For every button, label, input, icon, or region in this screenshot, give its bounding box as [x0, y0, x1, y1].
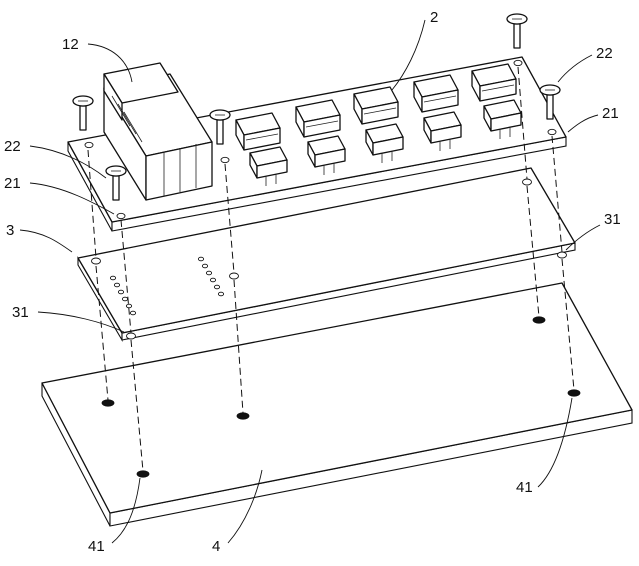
screw	[539, 84, 561, 120]
label-base-hole-left: 41	[88, 538, 105, 555]
connector-block	[103, 62, 213, 201]
base-hole	[532, 316, 546, 324]
label-insulator-hole-left: 31	[12, 304, 29, 321]
base-hole	[136, 470, 150, 478]
board-hole	[220, 156, 230, 164]
insulator-holes	[91, 178, 567, 340]
board-hole	[84, 141, 94, 149]
relay	[295, 99, 341, 138]
screw	[72, 95, 94, 131]
screws	[72, 13, 561, 201]
label-screw-left: 22	[4, 138, 21, 155]
base-hole	[567, 389, 581, 397]
label-insulator-hole-right: 31	[604, 211, 621, 228]
insulator-hole	[229, 272, 239, 280]
insulating-sheet	[77, 167, 576, 343]
board-hole	[116, 212, 126, 220]
label-base: 4	[212, 538, 220, 555]
label-board: 2	[430, 9, 438, 26]
relay	[235, 112, 281, 151]
pin-hole	[129, 310, 137, 316]
base-holes	[101, 316, 581, 478]
relay	[307, 135, 346, 175]
relay	[483, 99, 522, 139]
base-plate	[41, 282, 633, 527]
pin-hole	[109, 275, 117, 281]
screw	[105, 165, 127, 201]
screw	[506, 13, 528, 49]
pin-hole	[217, 291, 225, 297]
pin-hole	[113, 282, 121, 288]
base-hole	[101, 399, 115, 407]
pin-hole	[117, 289, 125, 295]
insulator-hole	[126, 332, 136, 340]
pin-hole	[205, 270, 213, 276]
pin-hole	[209, 277, 217, 283]
insulator-hole	[91, 257, 101, 265]
insulator-hole	[522, 178, 532, 186]
label-board-hole-right: 21	[602, 105, 619, 122]
insulator-hole	[557, 251, 567, 259]
relay	[413, 74, 459, 113]
label-screw-right: 22	[596, 45, 613, 62]
pin-hole	[201, 263, 209, 269]
label-insulator: 3	[6, 222, 14, 239]
label-base-hole-right: 41	[516, 479, 533, 496]
pin-hole	[197, 256, 205, 262]
relay	[471, 63, 517, 102]
alignment-lines	[87, 66, 575, 472]
pin-hole	[121, 296, 129, 302]
label-connector: 12	[62, 36, 79, 53]
base-hole	[236, 412, 250, 420]
board-hole	[513, 59, 523, 67]
screw	[209, 109, 231, 145]
relay	[353, 86, 399, 125]
board-hole	[547, 128, 557, 136]
label-board-hole-left: 21	[4, 175, 21, 192]
pin-hole	[125, 303, 133, 309]
pin-hole	[213, 284, 221, 290]
relay	[423, 111, 462, 151]
relay	[249, 146, 288, 186]
relay-components	[235, 63, 522, 186]
leader-lines	[19, 19, 601, 544]
relay	[365, 123, 404, 163]
